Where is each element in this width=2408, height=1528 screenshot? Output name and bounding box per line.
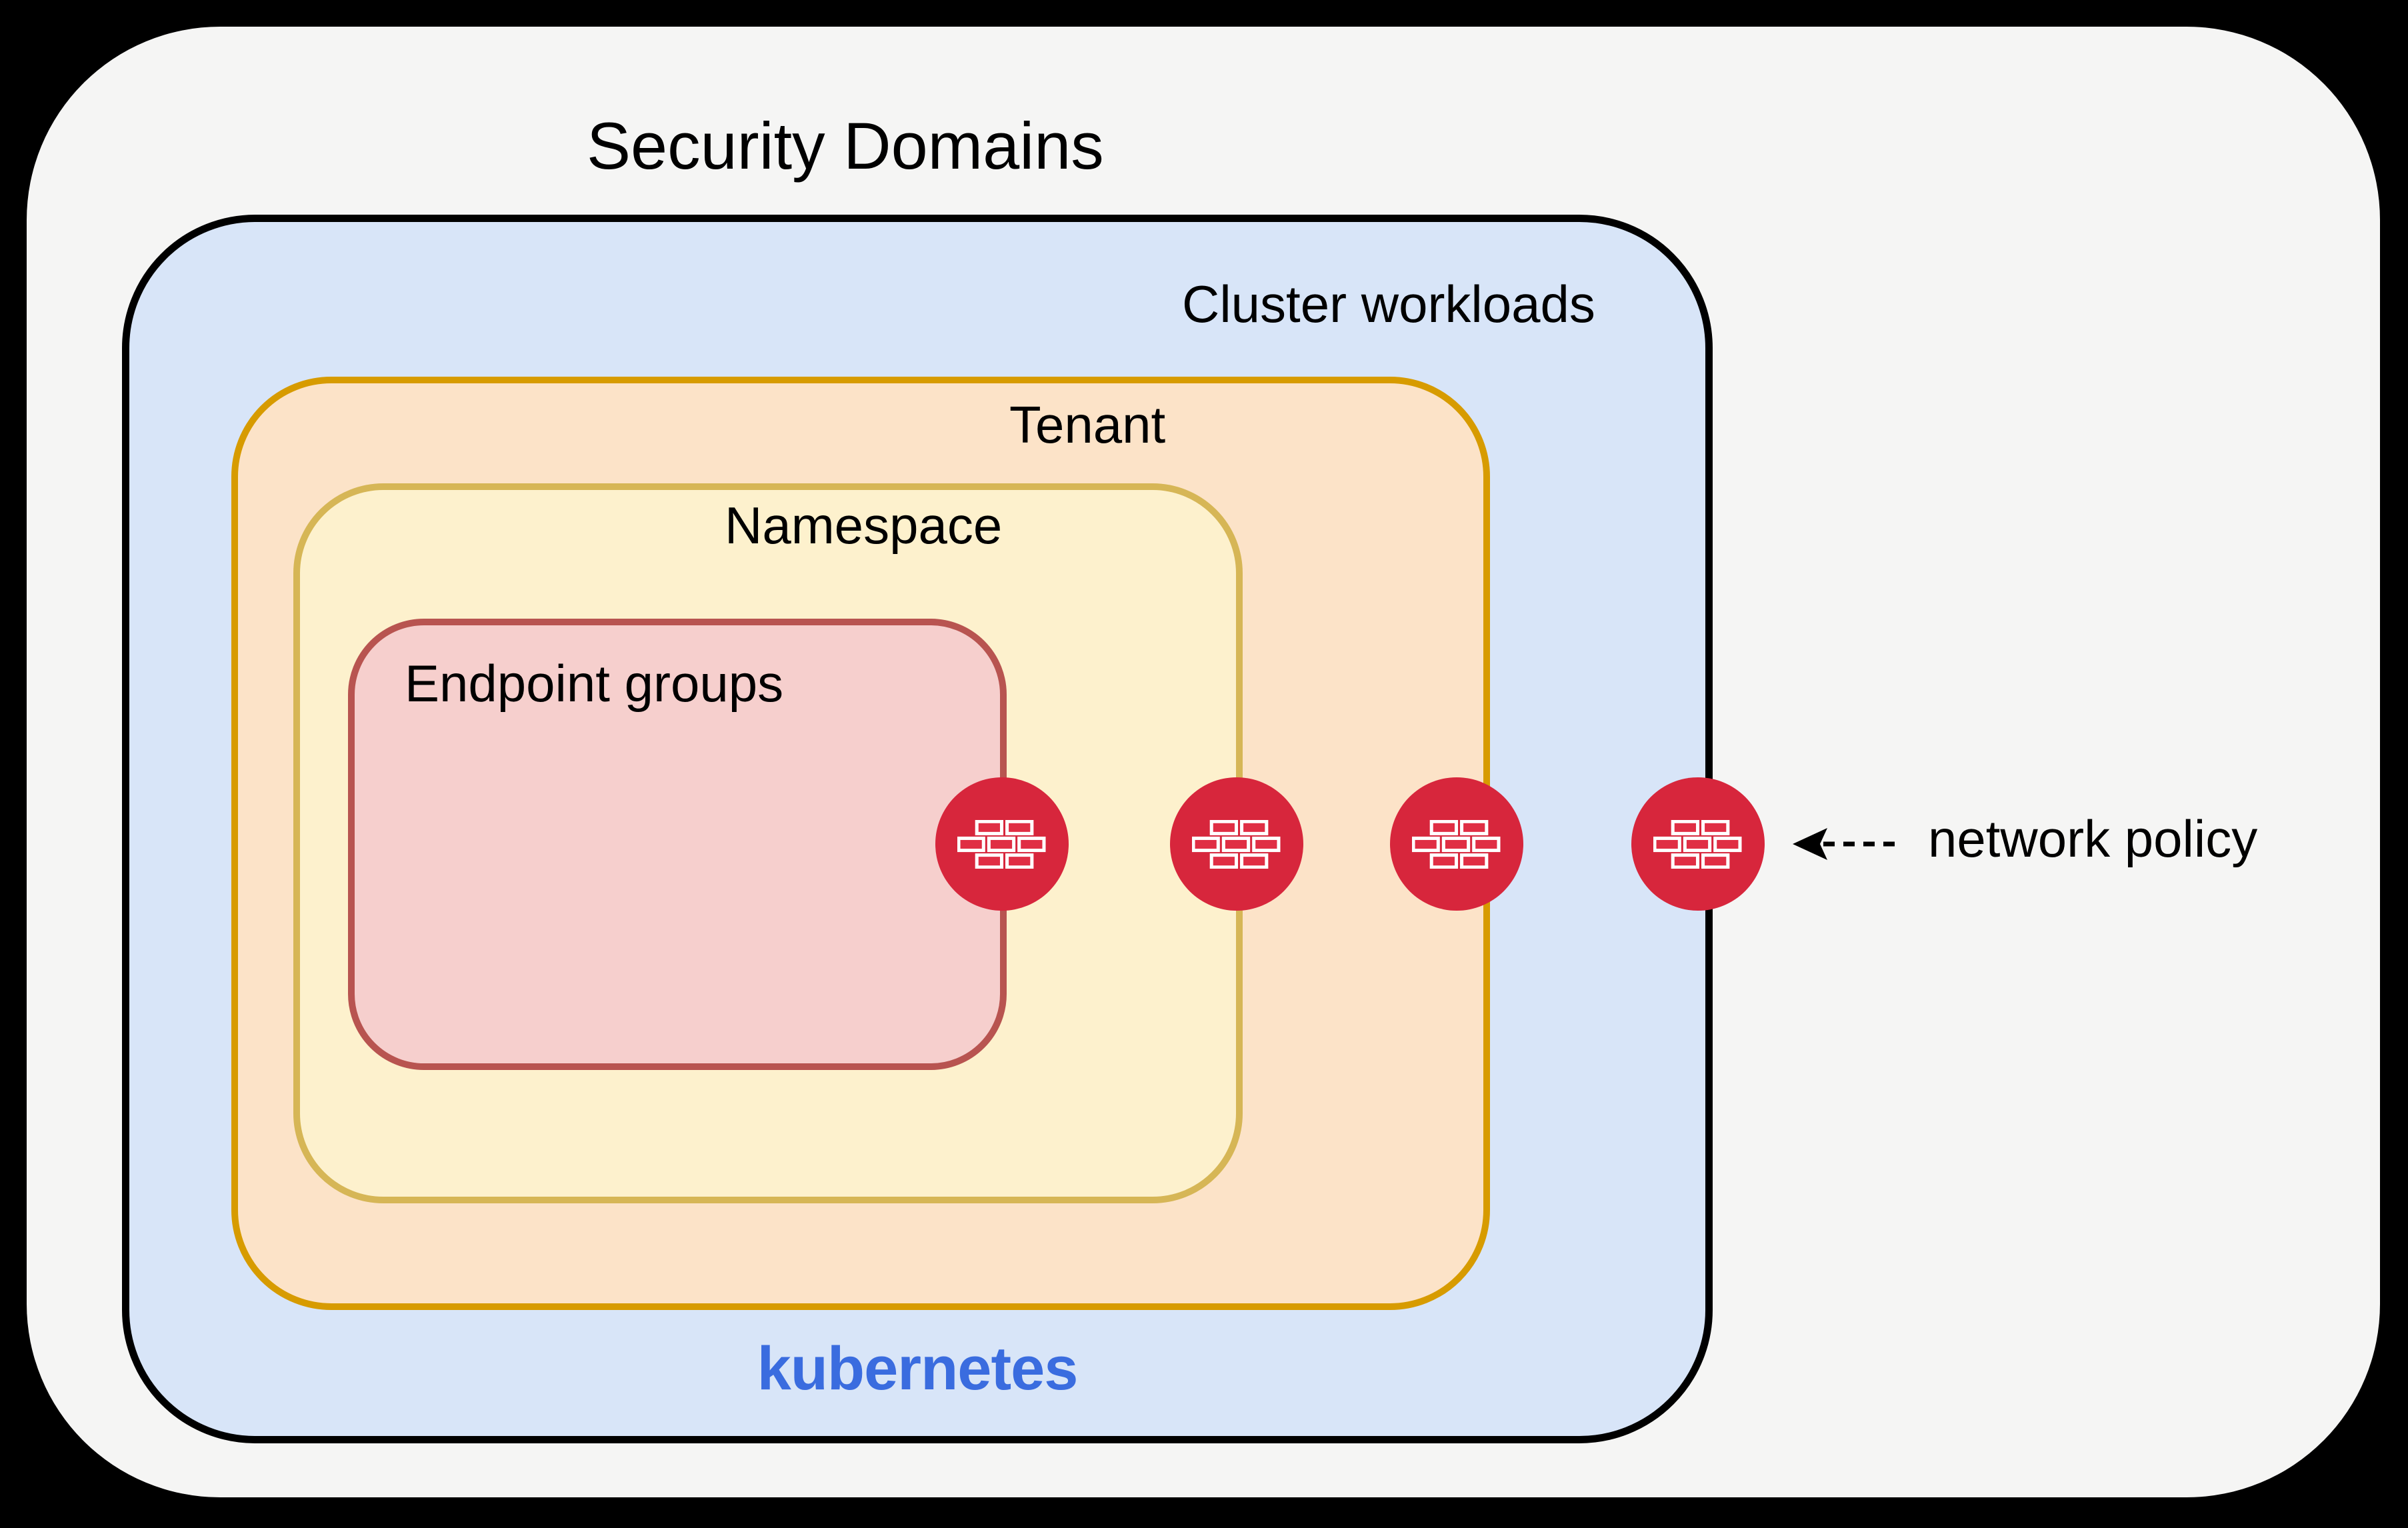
firewall-namespace xyxy=(1170,777,1303,911)
firewall-bricks-icon xyxy=(957,819,1046,869)
diagram-panel: Security Domains Cluster workloads Tenan… xyxy=(27,27,2380,1497)
network-policy-arrow-icon xyxy=(1793,828,1903,860)
network-policy-label: network policy xyxy=(1928,809,2258,868)
firewall-bricks-icon xyxy=(1192,819,1281,869)
page-title: Security Domains xyxy=(587,109,1104,183)
firewall-bricks-icon xyxy=(1412,819,1501,869)
kubernetes-wordmark: kubernetes xyxy=(757,1335,1079,1403)
namespace-label: Namespace xyxy=(725,496,1003,555)
firewall-endpoint-groups xyxy=(935,777,1069,911)
cluster-workloads-label: Cluster workloads xyxy=(1182,275,1595,333)
firewall-cluster xyxy=(1631,777,1765,911)
firewall-tenant xyxy=(1390,777,1523,911)
firewall-bricks-icon xyxy=(1653,819,1742,869)
endpoint-groups-label: Endpoint groups xyxy=(405,654,784,713)
tenant-label: Tenant xyxy=(1009,395,1166,454)
